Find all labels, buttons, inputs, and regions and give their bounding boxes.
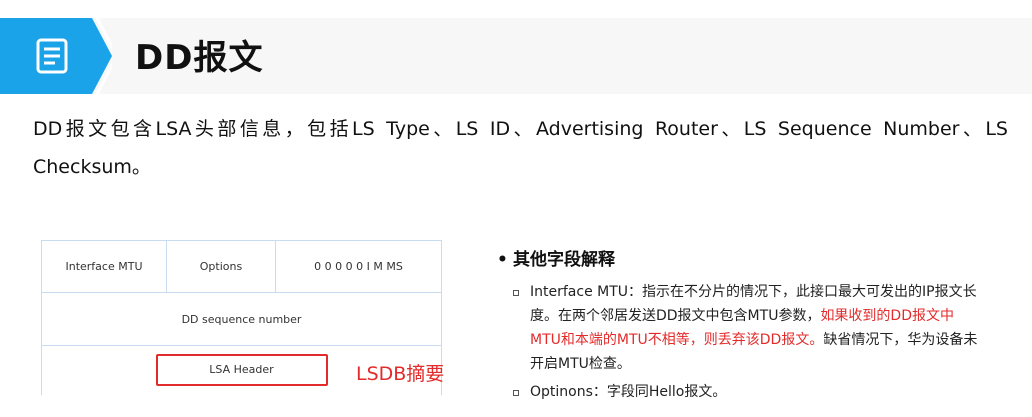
notes-list: Interface MTU：指示在不分片的情况下，此接口最大可发出的IP报文长度… bbox=[497, 280, 1007, 404]
dd-packet-fields-table: Interface MTU Options 0 0 0 0 0 I M MS D… bbox=[41, 239, 442, 395]
bullet-icon: • bbox=[497, 250, 508, 270]
field-notes: •其他字段解释 Interface MTU：指示在不分片的情况下，此接口最大可发… bbox=[497, 245, 1007, 408]
notes-heading-text: 其他字段解释 bbox=[513, 250, 615, 270]
note-mtu-warning: 如果收到的DD报文中MTU和本端的MTU不相等，则丢弃该DD报文。 bbox=[530, 308, 954, 348]
field-flags: 0 0 0 0 0 I M MS bbox=[275, 239, 442, 294]
table-row: DD sequence number bbox=[41, 292, 442, 346]
lsa-header-highlight: LSA Header bbox=[155, 354, 328, 387]
section-banner: DD报文 bbox=[0, 18, 1032, 94]
list-item: Optinons：字段同Hello报文。 bbox=[497, 380, 980, 404]
banner-bar bbox=[0, 18, 1032, 94]
table-row: Interface MTU Options 0 0 0 0 0 I M MS bbox=[41, 239, 442, 294]
field-dd-sequence-number: DD sequence number bbox=[41, 292, 442, 346]
note-mtu-default: 缺省情况下，华为设备未开启MTU检查。 bbox=[530, 332, 978, 372]
intro-paragraph: DD报文包含LSA头部信息，包括LS Type、LS ID、Advertisin… bbox=[33, 118, 1008, 178]
square-bullet-icon bbox=[513, 390, 519, 396]
field-options: Options bbox=[166, 239, 276, 294]
lsdb-summary-annotation: LSDB摘要 bbox=[356, 363, 445, 385]
note-options-text: Optinons：字段同Hello报文。 bbox=[530, 384, 727, 400]
field-interface-mtu: Interface MTU bbox=[41, 239, 167, 294]
square-bullet-icon bbox=[513, 290, 519, 296]
table-row: LSA Header bbox=[41, 344, 442, 395]
notes-heading: •其他字段解释 bbox=[497, 245, 1007, 270]
document-icon bbox=[36, 38, 68, 74]
list-item: Interface MTU：指示在不分片的情况下，此接口最大可发出的IP报文长度… bbox=[497, 280, 980, 376]
field-lsa-header-cell: LSA Header bbox=[41, 344, 442, 395]
page-title: DD报文 bbox=[135, 38, 264, 78]
note-mtu-text: Interface MTU：指示在不分片的情况下，此接口最大可发出的IP报文长度… bbox=[530, 284, 977, 324]
